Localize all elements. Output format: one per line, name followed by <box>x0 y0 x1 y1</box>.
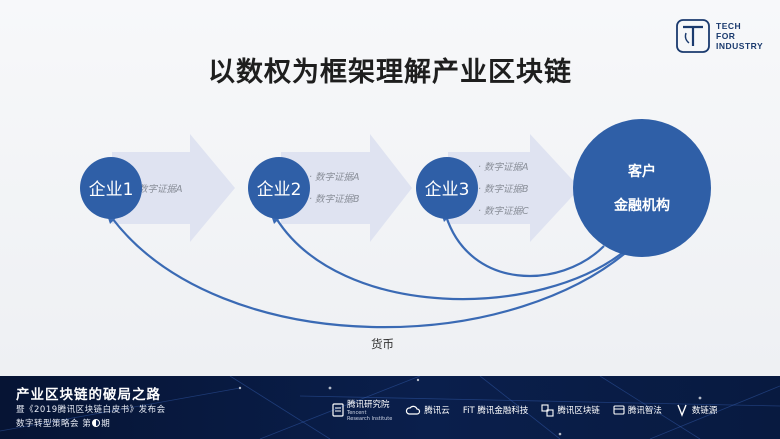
slide-title: 以数权为框架理解产业区块链 <box>208 57 572 88</box>
bullet-1-1: 数字证据A <box>138 183 183 195</box>
chain-icon <box>541 403 554 417</box>
sponsor-name-4: 腾讯智法 <box>627 406 662 416</box>
flow-arrow-2 <box>281 134 412 242</box>
logo-mark-icon <box>676 19 710 53</box>
sponsor-small-0a: Tencent <box>347 410 367 416</box>
flow-arrow-1 <box>112 134 235 242</box>
footer-subtitle-2-prefix: 数字转型策略会 第 <box>16 419 92 429</box>
sponsor-logos: 腾讯研究院 Tencent Research Institute 腾讯云 FiT… <box>332 398 730 422</box>
event-footer-banner: 产业区块链的破局之路 暨《2019腾讯区块链白皮书》发布会 数字转型策略会 第期… <box>0 376 780 439</box>
sponsor-name-0: 腾讯研究院 <box>347 400 390 410</box>
sponsor-name-1: 腾讯云 <box>424 406 450 416</box>
sponsor-name-2: FiT 腾讯金融科技 <box>462 406 529 416</box>
footer-subtitle: 暨《2019腾讯区块链白皮书》发布会 <box>16 405 166 415</box>
footer-title: 产业区块链的破局之路 <box>16 387 161 403</box>
doc-icon <box>332 403 344 417</box>
half-moon-icon <box>92 419 101 427</box>
money-label: 货币 <box>371 337 394 351</box>
bullet-3-3: · 数字证据C <box>478 205 529 217</box>
sponsor-name-3: 腾讯区块链 <box>557 406 600 416</box>
bullet-3-1: · 数字证据A <box>478 161 529 173</box>
value-flow-diagram: 数字证据A · 数字证据A · 数字证据B · 数字证据A · 数字证据B · … <box>80 119 711 329</box>
law-icon <box>613 405 625 415</box>
money-curve-2 <box>275 217 627 301</box>
node-circle-3 <box>416 157 478 219</box>
logo-line-2: FOR <box>716 31 736 41</box>
money-curve-3 <box>444 215 605 278</box>
cloud-icon <box>406 405 421 415</box>
sponsor-data-chain: 数链源 <box>675 403 718 417</box>
node-circle-2 <box>248 157 310 219</box>
node-label-3: 企业3 <box>425 180 470 200</box>
footer-subtitle-2: 数字转型策略会 第期 <box>16 417 110 429</box>
sink-label-2: 金融机构 <box>613 197 670 214</box>
logo-line-1: TECH <box>716 21 742 31</box>
flow-arrow-3 <box>448 134 580 242</box>
sponsor-tencent-cloud: 腾讯云 <box>405 404 450 416</box>
bullet-3-2: · 数字证据B <box>478 183 529 195</box>
sink-label-1: 客户 <box>627 163 656 180</box>
node-label-2: 企业2 <box>257 180 302 200</box>
sponsor-tencent-research: 腾讯研究院 Tencent Research Institute <box>332 398 392 422</box>
node-circle-1 <box>80 157 142 219</box>
footer-subtitle-2-suffix: 期 <box>101 419 111 429</box>
sponsor-small-0b: Research Institute <box>347 416 393 422</box>
sponsor-name-5: 数链源 <box>691 406 718 416</box>
sponsor-tencent-law: 腾讯智法 <box>613 404 662 416</box>
bullet-2-1: · 数字证据A <box>309 171 360 183</box>
money-curve-1 <box>111 217 643 329</box>
sponsor-tencent-blockchain: 腾讯区块链 <box>541 403 600 417</box>
node-label-1: 企业1 <box>89 180 134 200</box>
source-icon <box>677 404 687 417</box>
bullet-2-2: · 数字证据B <box>309 193 360 205</box>
tech-for-industry-logo: TECH FOR INDUSTRY <box>676 16 772 56</box>
sink-circle <box>573 119 711 257</box>
logo-line-3: INDUSTRY <box>716 41 764 51</box>
sponsor-tencent-fit: FiT 腾讯金融科技 <box>463 404 529 416</box>
